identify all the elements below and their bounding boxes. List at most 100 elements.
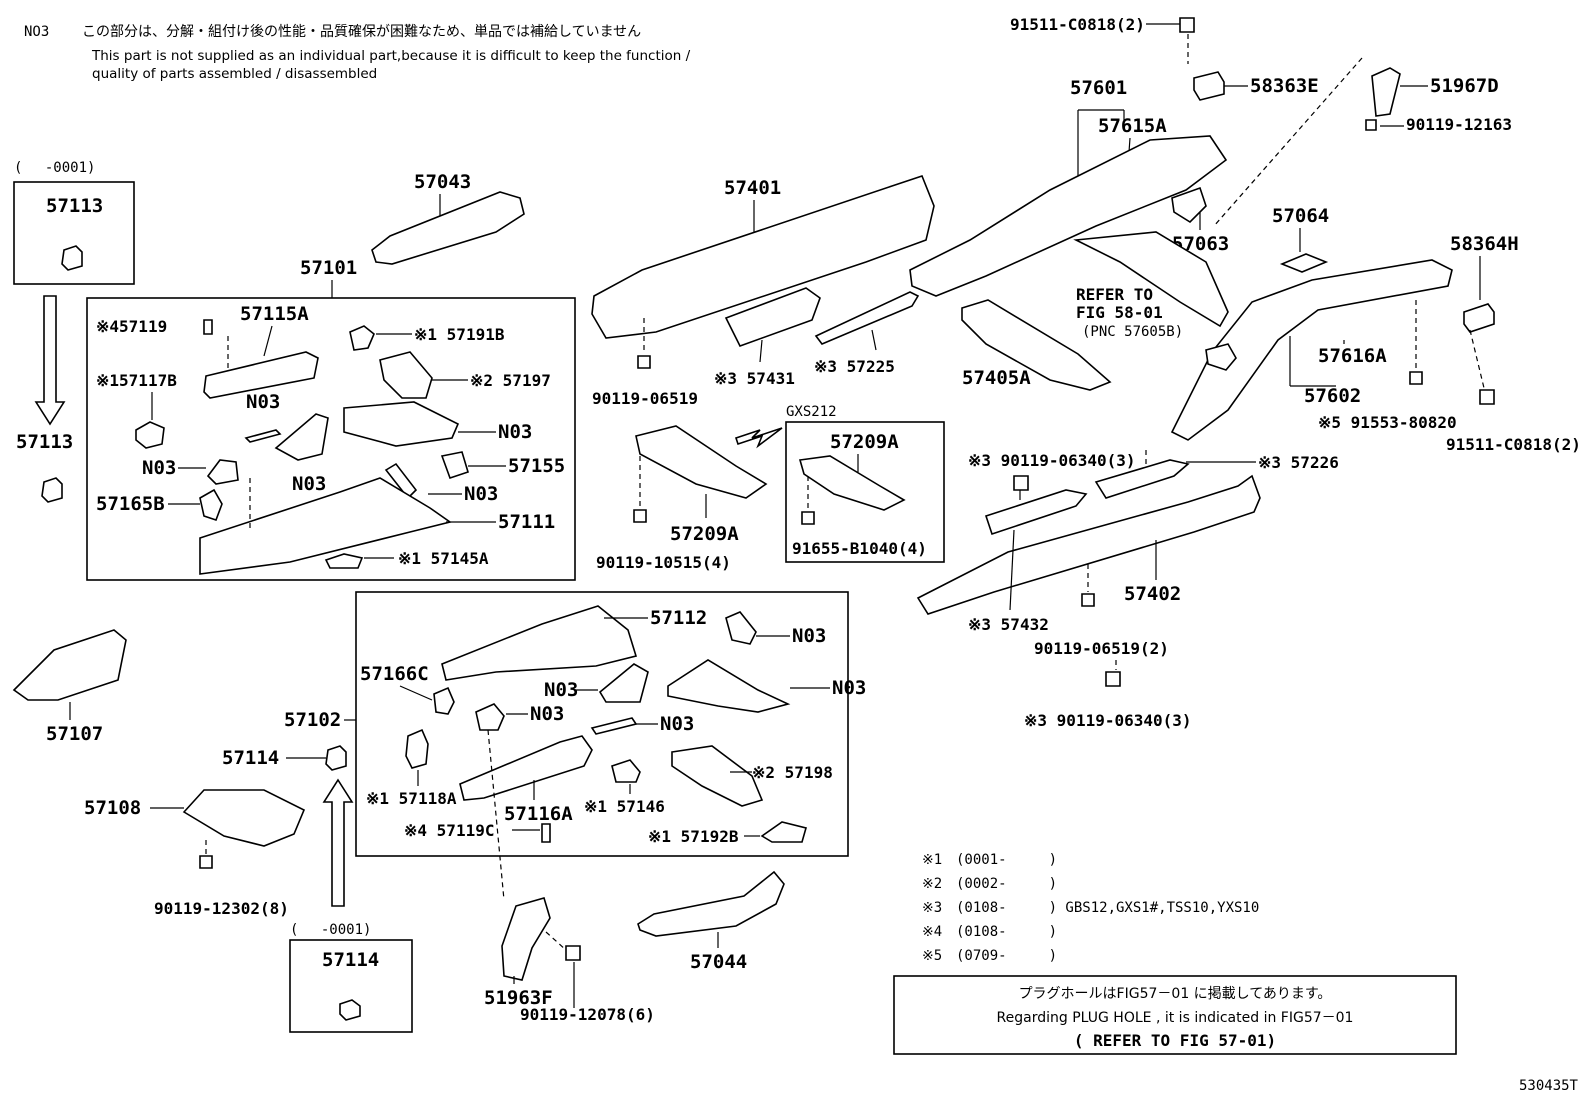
p57432-label: ※3 57432 (968, 615, 1049, 634)
p57119C-label: ※4 57119C (404, 821, 494, 840)
p57402-part (916, 474, 1261, 615)
p58364H-part (1463, 303, 1495, 333)
p57155-label: 57155 (508, 455, 565, 477)
n03-label-5: N03 (464, 483, 498, 505)
p57114-box-label: 57114 (322, 949, 379, 971)
b91511-C0818-bot-label: 91511-C0818(2) (1446, 435, 1581, 454)
footnote-mark-4: ※4 (922, 924, 942, 940)
p57064-label: 57064 (1272, 205, 1329, 227)
p57111-label: 57111 (498, 511, 555, 533)
p57114-box (289, 939, 413, 1033)
p57044-label: 57044 (690, 951, 747, 973)
n03-label-9: N03 (530, 703, 564, 725)
n03-label-7: N03 (544, 679, 578, 701)
p57113-bottom-label: 57113 (16, 431, 73, 453)
p57102-group-box (355, 591, 849, 857)
p57101-label: 57101 (300, 257, 357, 279)
p57116A-label: 57116A (504, 803, 573, 825)
p57431-label: ※3 57431 (714, 369, 795, 388)
p57155-part (440, 451, 469, 480)
p57601-label: 57601 (1070, 77, 1127, 99)
p57166C-part (433, 686, 455, 715)
p57209A-box-label: 57209A (830, 431, 899, 453)
p57197-part (379, 351, 433, 399)
p57616A-label: 57616A (1318, 345, 1387, 367)
p57401-label: 57401 (724, 177, 781, 199)
p57118A-label: ※1 57118A (366, 789, 457, 808)
plug-hole-note-box (893, 975, 1457, 1055)
p57226-part (1094, 459, 1190, 499)
b91553-80820-label: ※5 91553-80820 (1318, 413, 1457, 432)
plug-hole-jp: プラグホールはFIG57－01 に掲載してあります。 (1019, 986, 1332, 1002)
p57402-label: 57402 (1124, 583, 1181, 605)
p57113-box (13, 181, 135, 285)
refer-to-label-2: FIG 58-01 (1076, 303, 1163, 322)
p57225-label: ※3 57225 (814, 357, 895, 376)
p57405A-label: 57405A (962, 367, 1031, 389)
p51963F-part (501, 897, 551, 981)
p57043-part (371, 191, 525, 265)
p57108-label: 57108 (84, 797, 141, 819)
footnote-list: ※1 (0001- ) ※2 (0002- ) ※3 (0108- ) GBS1… (922, 852, 1259, 964)
no3-jp-note: この部分は、分解・組付け後の性能・品質確保が困難なため、単品では補給していません (82, 24, 641, 40)
p57209A-label: 57209A (670, 523, 739, 545)
n03-label-1: N03 (246, 391, 280, 413)
p58363E-part (1193, 71, 1225, 101)
p57615A-label: 57615A (1098, 115, 1167, 137)
p57112-label: 57112 (650, 607, 707, 629)
p57197-label: ※2 57197 (470, 371, 551, 390)
p51963F-label: 51963F (484, 987, 553, 1009)
p57108-part (182, 789, 306, 847)
footnote-text-3: (0108- ) GBS12,GXS1#,TSS10,YXS10 (956, 900, 1259, 916)
p57191B-label: ※1 57191B (414, 325, 505, 344)
footnote-mark-2: ※2 (922, 876, 942, 892)
n03-label-8: N03 (832, 677, 866, 699)
p57198-label: ※2 57198 (752, 763, 833, 782)
p57107-label: 57107 (46, 723, 103, 745)
p57113-part-2 (41, 477, 63, 503)
no3-code: NO3 (24, 24, 49, 40)
p57117B-label: ※157117B (96, 371, 177, 390)
p57102-label: 57102 (284, 709, 341, 731)
p57225-part (814, 291, 920, 345)
n03-label-2: N03 (498, 421, 532, 443)
p57405A-part (961, 299, 1112, 391)
p57044-part (637, 870, 785, 937)
footnote-mark-5: ※5 (922, 948, 942, 964)
b90119-06340-a-label: ※3 90119-06340(3) (968, 451, 1136, 470)
p57113-range: ( -0001) (14, 160, 95, 176)
n03-label-3: N03 (292, 473, 326, 495)
b91655-B1040-label: 91655-B1040(4) (792, 539, 927, 558)
p57166C-label: 57166C (360, 663, 429, 685)
p57209A-part (635, 425, 768, 499)
p57112-part (441, 605, 638, 681)
footnote-mark-1: ※1 (922, 852, 942, 868)
n03-label-6: N03 (792, 625, 826, 647)
p57401-part (591, 175, 935, 339)
p57601-part (909, 135, 1228, 297)
p57198-part (671, 745, 764, 807)
p57101-group-box (86, 297, 576, 581)
footnote-text-2: (0002- ) (956, 876, 1057, 892)
direction-arrow (734, 427, 783, 449)
p51967D-part (1371, 67, 1401, 117)
p57146-part (611, 759, 641, 783)
b90119-06519-label: 90119-06519 (592, 389, 698, 408)
p57114-part (325, 745, 347, 771)
b90119-06340-b-label: ※3 90119-06340(3) (1024, 711, 1192, 730)
p57191B-part (349, 325, 375, 351)
p57117B-part (135, 421, 165, 449)
p57115A-label: 57115A (240, 303, 309, 325)
p57114-range: ( -0001) (290, 922, 371, 938)
p57101-bracket-1 (343, 401, 460, 447)
plug-hole-ref: ( REFER TO FIG 57-01) (1074, 1031, 1276, 1050)
b91511-C0818-top-label: 91511-C0818(2) (1010, 15, 1145, 34)
b90119-10515-label: 90119-10515(4) (596, 553, 731, 572)
gxs212-box (785, 421, 945, 563)
p57192B-label: ※1 57192B (648, 827, 739, 846)
p57115A-part (203, 351, 319, 399)
p57113-top-label: 57113 (46, 195, 103, 217)
plug-hole-en: Regarding PLUG HOLE , it is indicated in… (997, 1010, 1354, 1026)
p57432-part (984, 489, 1088, 536)
